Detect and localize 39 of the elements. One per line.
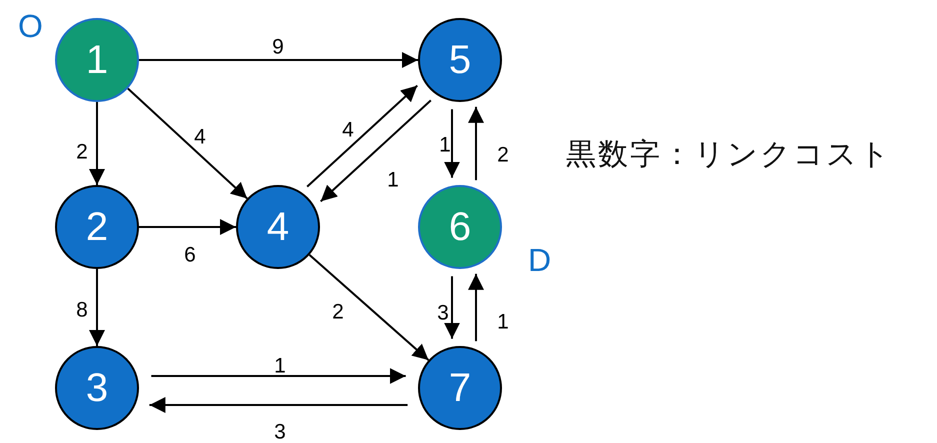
arrow	[139, 219, 236, 235]
node-number: 2	[86, 207, 108, 247]
node-circle	[236, 185, 320, 269]
edge-label: 9	[272, 36, 284, 58]
arrow	[320, 100, 432, 202]
arrow	[89, 269, 105, 346]
node-number: 6	[448, 207, 472, 247]
node-number: 3	[86, 368, 108, 408]
edge-label: 1	[387, 170, 399, 190]
arrow	[127, 88, 248, 200]
edge-label: 1	[439, 134, 451, 156]
edge-label: 2	[497, 144, 509, 166]
node-number: 7	[448, 368, 472, 408]
node-number: 4	[266, 207, 290, 247]
note-text: 黒数字：リンクコスト	[566, 138, 892, 171]
node-number: 1	[86, 40, 108, 80]
arrow	[468, 106, 484, 180]
arrow	[308, 254, 430, 361]
arrow	[468, 274, 484, 342]
edge-label: 6	[184, 244, 196, 266]
node-tag: D	[528, 244, 552, 276]
arrow	[149, 397, 408, 413]
edge-label: 3	[437, 302, 449, 324]
arrow	[89, 102, 105, 185]
arrow	[139, 52, 418, 68]
edge-label: 3	[274, 422, 286, 442]
arrow	[444, 276, 460, 339]
edge-label: 1	[274, 356, 286, 376]
edge-label: 8	[76, 300, 88, 320]
arrow	[306, 84, 418, 188]
edge-label: 2	[76, 142, 88, 162]
edge-label: 4	[342, 120, 354, 140]
arrow	[444, 109, 460, 178]
node-number: 5	[448, 40, 472, 80]
edge-label: 2	[332, 302, 344, 322]
node-tag: O	[18, 10, 43, 42]
edge-label: 1	[497, 312, 509, 332]
edge-label: 4	[194, 126, 206, 148]
arrow	[151, 368, 406, 384]
